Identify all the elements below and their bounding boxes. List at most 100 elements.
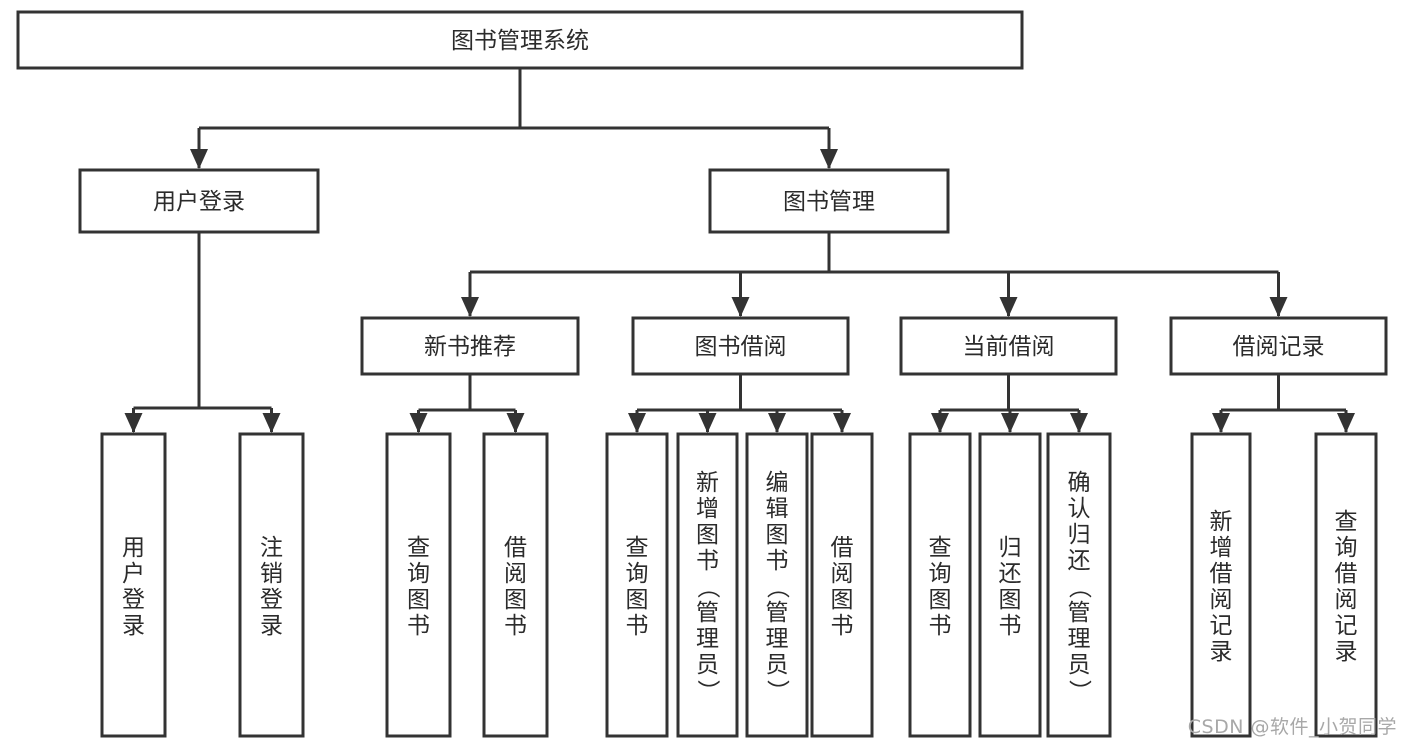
node-label-char: 询	[626, 561, 649, 587]
node-label-char: 户	[122, 561, 145, 587]
node-label-char: 管	[696, 600, 719, 626]
connector-layer	[124, 68, 1355, 433]
node-label-char: 书	[766, 548, 789, 574]
arrow-head-icon	[1212, 413, 1230, 433]
node-box-root	[16, 10, 1024, 70]
node-label-char: 书	[407, 613, 430, 639]
node-label-char: 书	[831, 613, 854, 639]
arrow-head-icon	[461, 297, 479, 317]
node-box-leaf-return-book	[978, 432, 1042, 738]
node-box-leaf-edit-book	[745, 432, 809, 738]
node-box-leaf-query-book-3	[908, 432, 972, 738]
node-label-char: 归	[1068, 522, 1091, 548]
node-label-char: 借	[831, 535, 854, 561]
node-label-char: 借	[1335, 561, 1358, 587]
node-label-char: ）	[1066, 680, 1092, 703]
node-label-char: 书	[696, 548, 719, 574]
node-label-char: 查	[407, 535, 430, 561]
node-label-char: 增	[696, 496, 719, 522]
node-label-char: 还	[1068, 548, 1091, 574]
node-label-char: 登	[122, 587, 145, 613]
node-label-char: 书	[626, 613, 649, 639]
csdn-watermark: CSDN @软件_小贺同学	[1187, 716, 1397, 738]
node-label-char: 图	[626, 587, 649, 613]
node-label-char: 查	[1335, 509, 1358, 535]
arrow-head-icon	[833, 413, 851, 433]
node-label-char: 阅	[1210, 587, 1233, 613]
node-box-leaf-query-record	[1314, 432, 1378, 738]
node-box-leaf-borrow-book-1	[482, 432, 549, 738]
node-label-char: 录	[1210, 639, 1233, 665]
node-label-char: 员	[696, 652, 719, 678]
node-label-char: 记	[1210, 613, 1233, 639]
arrow-head-icon	[1070, 413, 1088, 433]
node-box-leaf-borrow-book-2	[810, 432, 874, 738]
node-label-char: 书	[504, 613, 527, 639]
arrow-head-icon	[731, 297, 750, 317]
node-label-char: 编	[766, 470, 789, 496]
node-label-char: 借	[504, 535, 527, 561]
node-label-char: 增	[1210, 535, 1233, 561]
arrow-head-icon	[506, 413, 525, 433]
node-box-leaf-add-book	[676, 432, 739, 738]
arrow-head-icon	[698, 413, 717, 433]
node-label-char: ）	[764, 680, 790, 703]
node-box-leaf-logout	[238, 432, 305, 738]
node-label-char: 管	[766, 600, 789, 626]
arrow-head-icon	[409, 413, 428, 433]
node-label-char: 图	[696, 522, 719, 548]
node-root[interactable]: 图书管理系统	[16, 10, 1024, 70]
arrow-head-icon	[628, 413, 646, 433]
node-label-char: 录	[1335, 639, 1358, 665]
node-label-char: 记	[1335, 613, 1358, 639]
node-label-char: 辑	[766, 496, 789, 522]
node-label-char: 阅	[1335, 587, 1358, 613]
node-borrow-record[interactable]: 借阅记录	[1169, 316, 1388, 376]
node-label-char: 员	[766, 652, 789, 678]
node-box-leaf-add-record	[1190, 432, 1252, 738]
node-label-char: ）	[695, 680, 721, 703]
node-label-book-borrow: 图书借阅	[695, 334, 787, 360]
node-label-char: 理	[766, 626, 789, 652]
arrow-head-icon	[1337, 413, 1355, 433]
node-box-new-book-recommend	[360, 316, 580, 376]
node-box-borrow-record	[1169, 316, 1388, 376]
node-new-book-recommend[interactable]: 新书推荐	[360, 316, 580, 376]
node-current-borrow[interactable]: 当前借阅	[899, 316, 1118, 376]
arrow-head-icon	[1001, 413, 1019, 433]
node-label-char: 认	[1068, 496, 1091, 522]
node-label-char: 理	[696, 626, 719, 652]
node-box-leaf-confirm-return	[1046, 432, 1112, 738]
node-label-char: 录	[122, 613, 145, 639]
arrow-head-icon	[768, 413, 786, 433]
node-book-borrow[interactable]: 图书借阅	[631, 316, 850, 376]
node-label-char: 新	[1210, 509, 1233, 535]
node-box-book-manage	[708, 168, 950, 234]
node-label-char: 图	[504, 587, 527, 613]
node-leaf-user-login[interactable]: 用户登录	[100, 432, 167, 738]
node-label-char: 登	[260, 587, 283, 613]
node-label-char: 管	[1068, 600, 1091, 626]
node-label-char: 确	[1068, 470, 1091, 496]
node-label-char: 书	[999, 613, 1022, 639]
node-user-login[interactable]: 用户登录	[78, 168, 320, 234]
arrow-head-icon	[999, 297, 1018, 317]
node-label-char: （	[1066, 576, 1092, 599]
node-book-manage[interactable]: 图书管理	[708, 168, 950, 234]
node-label-char: 询	[1335, 535, 1358, 561]
node-label-char: 查	[929, 535, 952, 561]
node-label-char: 查	[626, 535, 649, 561]
